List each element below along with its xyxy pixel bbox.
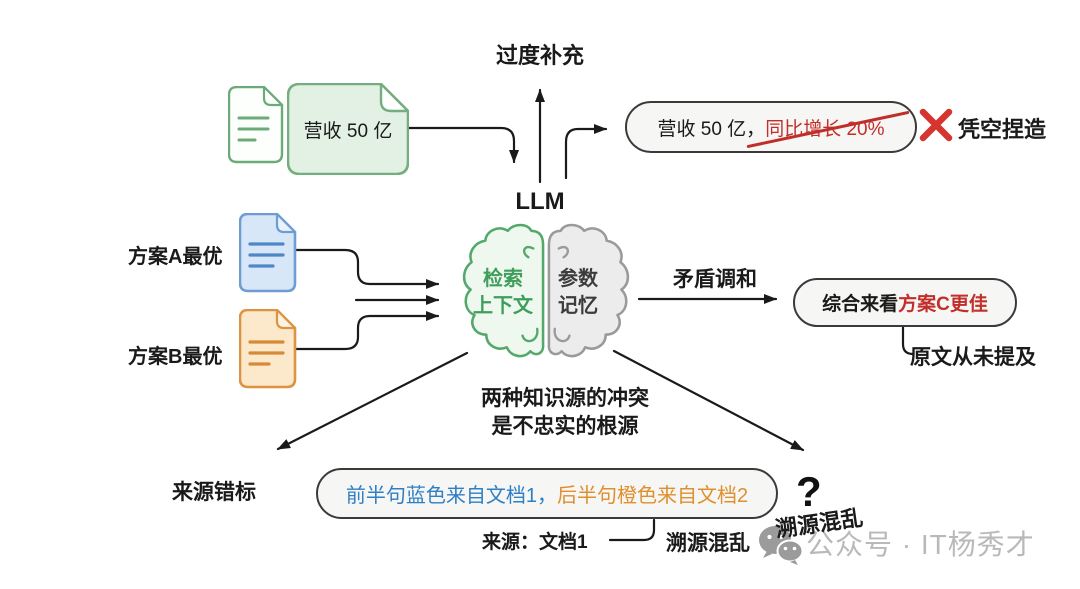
brain-left-line1: 检索 [483, 268, 523, 290]
arrow-doca-to-brain [293, 248, 440, 289]
document-icon-green [228, 86, 284, 164]
fabrication-bubble: 营收 50 亿，同比增长 20% [625, 101, 917, 153]
wechat-icon [759, 526, 804, 565]
conflict-caption: 两种知识源的冲突 是不忠实的根源 [425, 385, 705, 441]
reconcile-bubble-normal-text: 综合来看 [822, 294, 899, 315]
source-label: 来源：文档1 [482, 532, 588, 553]
source-mix-blue-text: 前半句蓝色来自文档1， [345, 485, 557, 507]
conflict-caption-line2: 是不忠实的根源 [491, 415, 639, 438]
brain-right-line2: 记忆 [558, 295, 598, 317]
fabrication-bubble-normal-text: 营收 50 亿， [657, 118, 766, 140]
brain-left-line2: 上下文 [473, 295, 533, 317]
connector-source-label [608, 518, 656, 542]
arrow-llm-to-fabrication [564, 124, 608, 180]
conflict-caption-line1: 两种知识源的冲突 [481, 387, 649, 410]
never-mentioned-label: 原文从未提及 [910, 346, 1036, 369]
reconcile-bubble: 综合来看方案C更佳 [793, 278, 1017, 327]
green-note-box [287, 83, 409, 175]
arrow-doc-to-llm [405, 126, 519, 164]
brain-left-text: 检索 上下文 [458, 266, 548, 320]
brain-right-text: 参数 记忆 [533, 266, 623, 320]
question-mark: ? [796, 468, 822, 515]
brain-icon [462, 223, 630, 358]
source-mix-orange-text: 后半句橙色来自文档2 [557, 485, 749, 507]
green-note-text: 营收 50 亿 [303, 120, 393, 142]
document-icon-orange [239, 309, 297, 389]
brain-right-line1: 参数 [558, 268, 598, 290]
cross-icon [919, 108, 953, 142]
doc-b-label: 方案B最优 [128, 346, 223, 368]
arrow-brain-to-question [612, 349, 805, 452]
mislabel-label: 来源错标 [172, 481, 256, 504]
arrow-brain-to-mislabel [276, 351, 469, 451]
llm-label: LLM [515, 188, 565, 215]
fabrication-label: 凭空捏造 [958, 117, 1047, 142]
watermark-text: 公众号 · IT杨秀才 [806, 529, 1035, 560]
source-mix-bubble: 前半句蓝色来自文档1，后半句橙色来自文档2 [316, 468, 778, 519]
arrow-docb-to-brain [293, 311, 440, 351]
reconcile-bubble-red-text: 方案C更佳 [898, 294, 988, 315]
reconcile-label: 矛盾调和 [673, 268, 757, 291]
doc-a-label: 方案A最优 [128, 246, 223, 268]
confusion-label-1: 溯源混乱 [666, 532, 750, 555]
over-supplement-label: 过度补充 [495, 43, 584, 68]
document-icon-blue [239, 213, 297, 293]
connector-never-mentioned [901, 325, 915, 356]
